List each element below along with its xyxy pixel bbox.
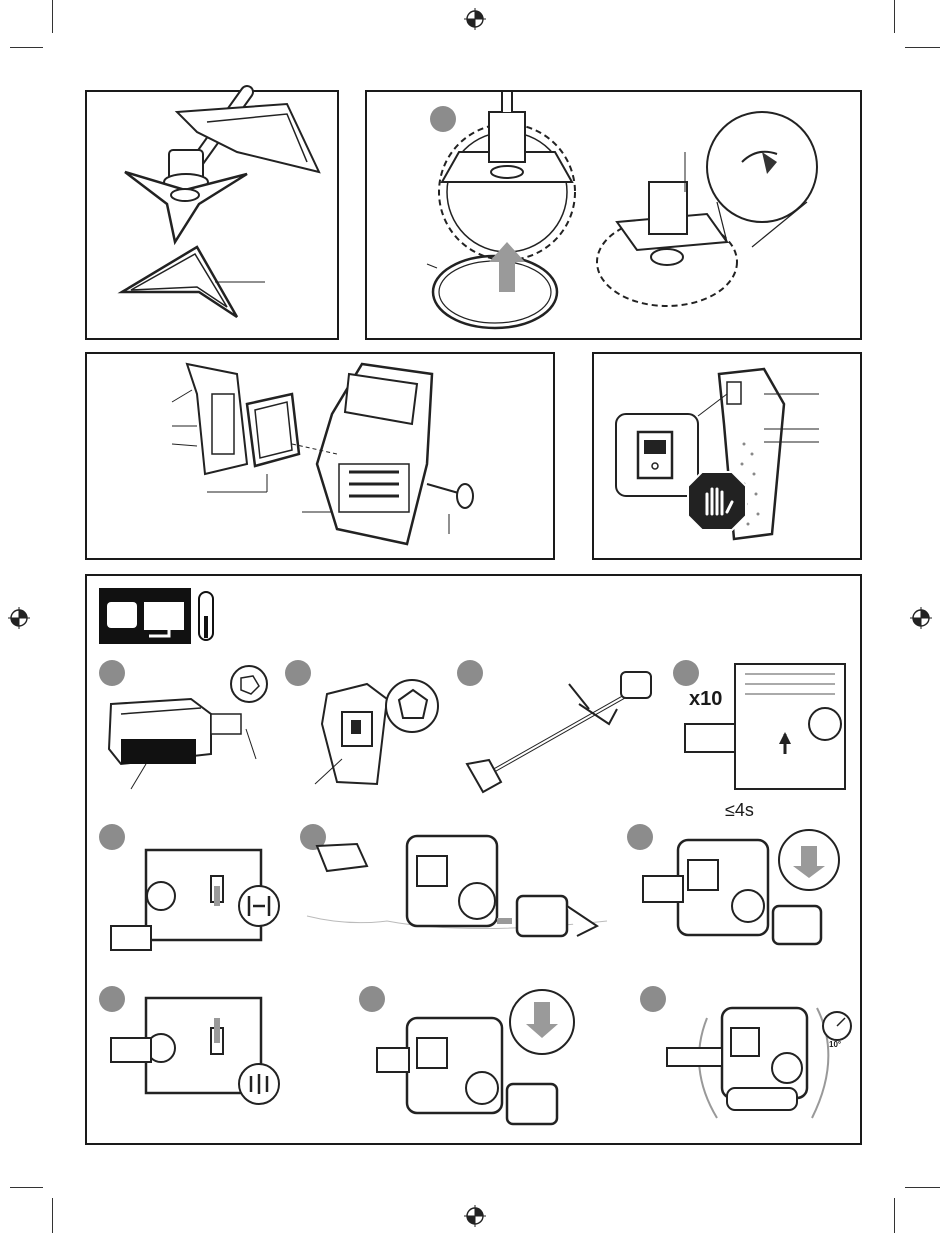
crop-mark-top-left-h [10,47,43,48]
crop-mark-top-left-v [52,0,53,33]
crop-mark-bottom-right-v [894,1198,895,1233]
panel-saw-blade [365,90,862,340]
angle-badge-label: 10° [829,1040,841,1049]
blade-illustration [87,92,337,338]
choke-closed-illustration [101,826,281,966]
press-trigger-illustration [377,988,597,1138]
step-badge [640,986,666,1012]
registration-mark-left-icon [8,607,30,629]
cold-start-thermometer-icon [99,588,217,644]
panel-blade-guard [85,90,339,340]
saw-blade-illustration [367,92,860,338]
crop-mark-bottom-left-v [52,1198,53,1233]
registration-mark-right-icon [910,607,932,629]
idle-warmup-illustration [667,988,847,1138]
crop-mark-bottom-right-h [905,1187,940,1188]
hold-duration-label: ≤4s [725,800,754,821]
panel-stop-switch [592,352,862,560]
battery-sparkplug-illustration [101,664,271,794]
air-filter-illustration [87,354,553,558]
handle-illustration [594,354,860,558]
hold-trigger-illustration [633,826,853,966]
crop-mark-bottom-left-h [10,1187,43,1188]
primer-bulb-illustration [675,664,855,794]
choke-open-illustration [101,988,281,1128]
hex-key-illustration [287,664,452,794]
trimmer-overview-illustration [459,664,669,799]
registration-mark-top-icon [464,8,486,30]
crop-mark-top-right-v [894,0,895,33]
pull-starter-illustration [307,826,607,966]
crop-mark-top-right-h [905,47,940,48]
panel-air-filter [85,352,555,560]
registration-mark-bottom-icon [464,1205,486,1227]
panel-cold-start: x10 ≤4s [85,574,862,1145]
